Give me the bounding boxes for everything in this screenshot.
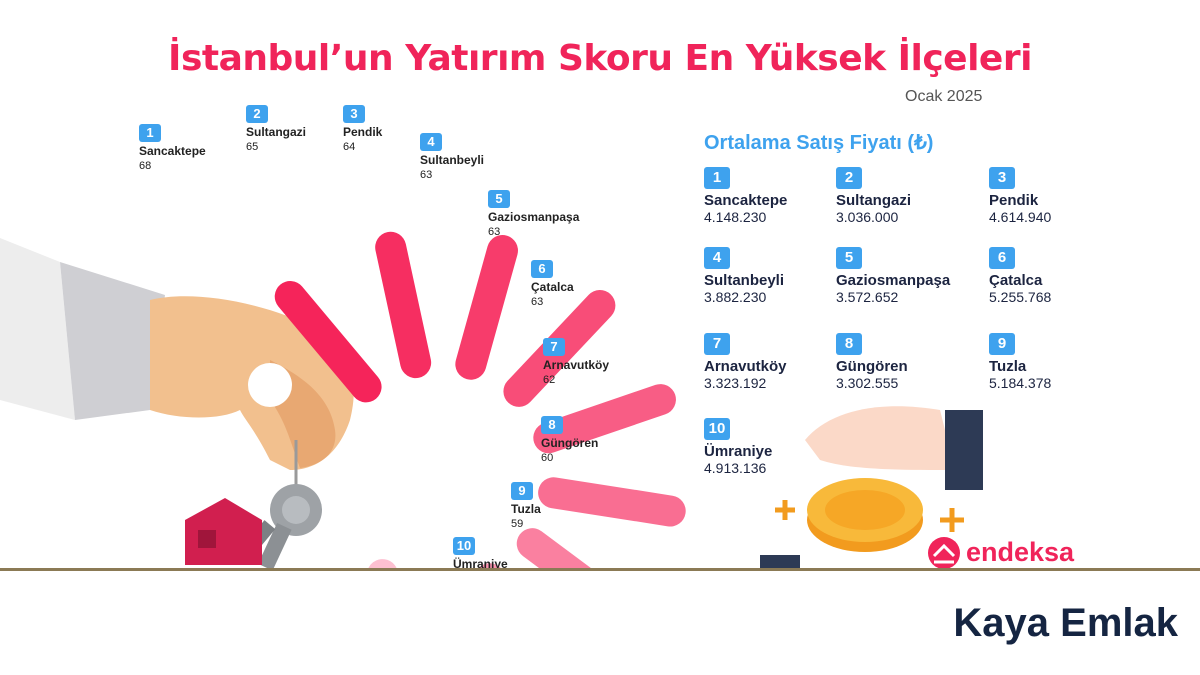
score-bar-1 — [274, 281, 382, 403]
price-district-name: Gaziosmanpaşa — [836, 272, 951, 289]
district-score: 65 — [246, 141, 259, 153]
price-value: 3.572.652 — [836, 289, 899, 305]
district-name: Sancaktepe — [139, 144, 206, 158]
price-value: 5.255.768 — [989, 289, 1052, 305]
district-score: 62 — [543, 374, 556, 386]
score-bar-7 — [516, 528, 591, 568]
agency-name: Kaya Emlak — [953, 601, 1178, 645]
price-district-name: Sultangazi — [836, 192, 912, 209]
footer: Kaya Emlak — [0, 571, 1200, 675]
score-bar-5 — [533, 384, 676, 454]
price-district-name: Pendik — [989, 192, 1039, 209]
price-district-name: Çatalca — [989, 272, 1043, 289]
rank-badge: 8 — [836, 333, 862, 355]
rank-badge: 4 — [420, 133, 442, 151]
price-district-name: Güngören — [836, 358, 908, 375]
price-value: 4.148.230 — [704, 209, 767, 225]
score-bar-3 — [455, 235, 518, 380]
district-name: Çatalca — [531, 280, 574, 294]
district-name: Pendik — [343, 125, 383, 139]
page-title: İstanbul’un Yatırım Skoru En Yüksek İlçe… — [168, 38, 1032, 79]
district-score: 64 — [343, 141, 356, 153]
price-value: 5.184.378 — [989, 375, 1052, 391]
district-name: Ümraniye — [453, 557, 508, 568]
rank-badge: 3 — [989, 167, 1015, 189]
rank-badge: 1 — [704, 167, 730, 189]
price-value: 4.913.136 — [704, 460, 767, 476]
district-name: Sultangazi — [246, 125, 307, 139]
rank-badge: 6 — [989, 247, 1015, 269]
date-subtitle: Ocak 2025 — [905, 88, 983, 105]
rank-badge: 7 — [543, 338, 565, 356]
rank-badge: 10 — [453, 537, 475, 555]
rank-badge: 5 — [488, 190, 510, 208]
price-value: 4.614.940 — [989, 209, 1052, 225]
price-value: 3.323.192 — [704, 375, 767, 391]
rank-badge: 7 — [704, 333, 730, 355]
rank-badge: 2 — [246, 105, 268, 123]
district-name: Arnavutköy — [543, 358, 610, 372]
price-district-name: Tuzla — [989, 358, 1027, 375]
district-name: Tuzla — [511, 502, 541, 516]
price-district-name: Ümraniye — [704, 443, 773, 460]
district-name: Güngören — [541, 436, 599, 450]
rank-badge: 3 — [343, 105, 365, 123]
score-bar-2 — [375, 231, 432, 379]
coin-hand-illustration — [760, 406, 983, 568]
price-value: 3.882.230 — [704, 289, 767, 305]
rank-badge: 9 — [511, 482, 533, 500]
district-score: 63 — [488, 226, 501, 238]
district-score: 63 — [531, 296, 544, 308]
price-district-name: Arnavutköy — [704, 358, 787, 375]
price-district-name: Sultanbeyli — [704, 272, 785, 289]
rank-badge: 8 — [541, 416, 563, 434]
rank-badge: 1 — [139, 124, 161, 142]
price-section-title: Ortalama Satış Fiyatı (₺) — [704, 132, 934, 154]
score-bars — [274, 231, 686, 568]
rank-badge: 9 — [989, 333, 1015, 355]
rank-badge: 6 — [531, 260, 553, 278]
footer-divider — [0, 568, 1200, 571]
district-score: 63 — [420, 169, 433, 181]
rank-badge: 2 — [836, 167, 862, 189]
district-score: 60 — [541, 452, 554, 464]
score-bar-6 — [538, 477, 686, 527]
district-score: 68 — [139, 160, 152, 172]
illustration — [0, 231, 983, 568]
district-name: Sultanbeyli — [420, 153, 485, 167]
rank-badge: 10 — [704, 418, 730, 440]
rank-badge: 5 — [836, 247, 862, 269]
endeksa-logo: endeksa — [966, 537, 1075, 567]
price-value: 3.036.000 — [836, 209, 899, 225]
price-value: 3.302.555 — [836, 375, 899, 391]
hand-with-keys-illustration — [0, 238, 354, 568]
district-name: Gaziosmanpaşa — [488, 210, 580, 224]
rank-badge: 4 — [704, 247, 730, 269]
price-district-name: Sancaktepe — [704, 192, 788, 209]
infographic: İstanbul’un Yatırım Skoru En Yüksek İlçe… — [0, 38, 1129, 568]
district-score: 59 — [511, 518, 524, 530]
